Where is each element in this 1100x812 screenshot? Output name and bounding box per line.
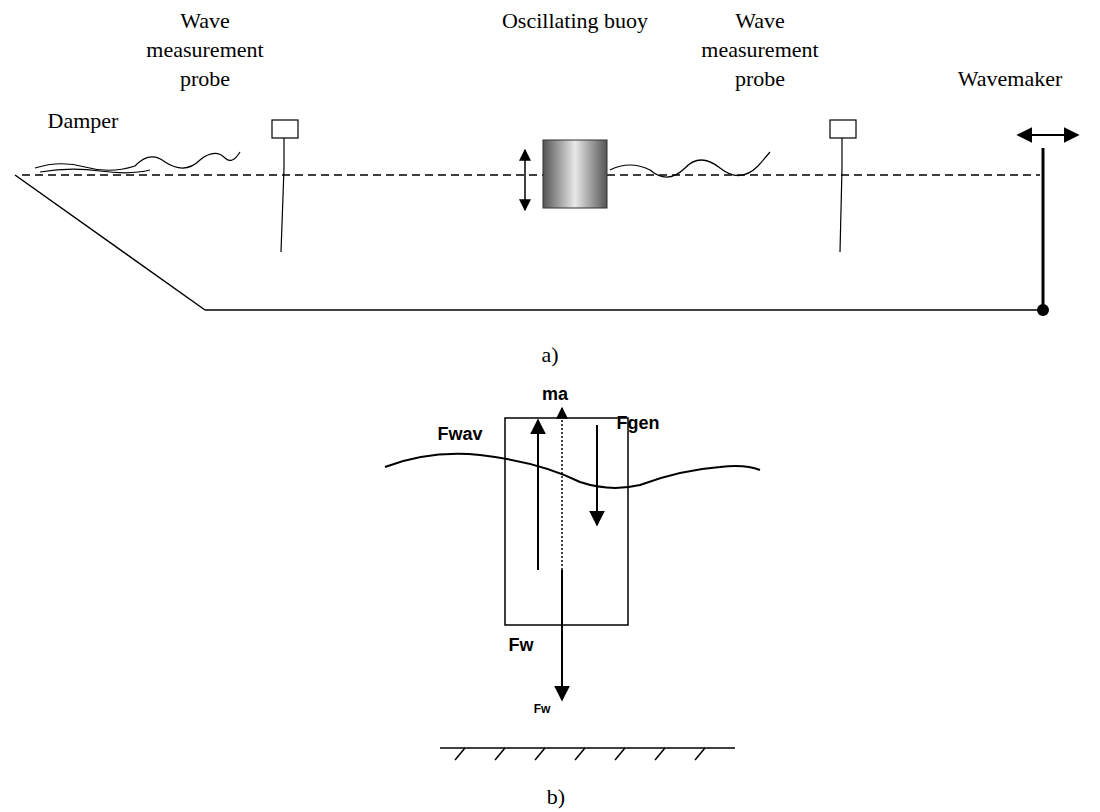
force-label: Fw [496,634,546,656]
force-label: ma [535,383,575,405]
probe-right [830,120,856,252]
figure-label: b) [536,782,576,811]
wave-tank [15,175,1043,310]
buoy [525,140,770,210]
force-label: Fw [522,702,562,716]
damper-waves [35,152,240,173]
ground [440,748,735,760]
buoy-label: Oscillating buoy [500,6,650,35]
damper-label: Damper [38,106,128,135]
probe-label: Wave measurement probe [690,6,830,93]
wavemaker [1018,135,1078,316]
probe-label: Wave measurement probe [135,6,275,93]
probe-left [272,120,298,252]
force-label: Fgen [608,412,668,434]
wavemaker-label: Wavemaker [950,64,1070,93]
figure-label: a) [530,340,570,369]
force-diagram [385,408,760,700]
force-label: Fwav [425,423,495,445]
